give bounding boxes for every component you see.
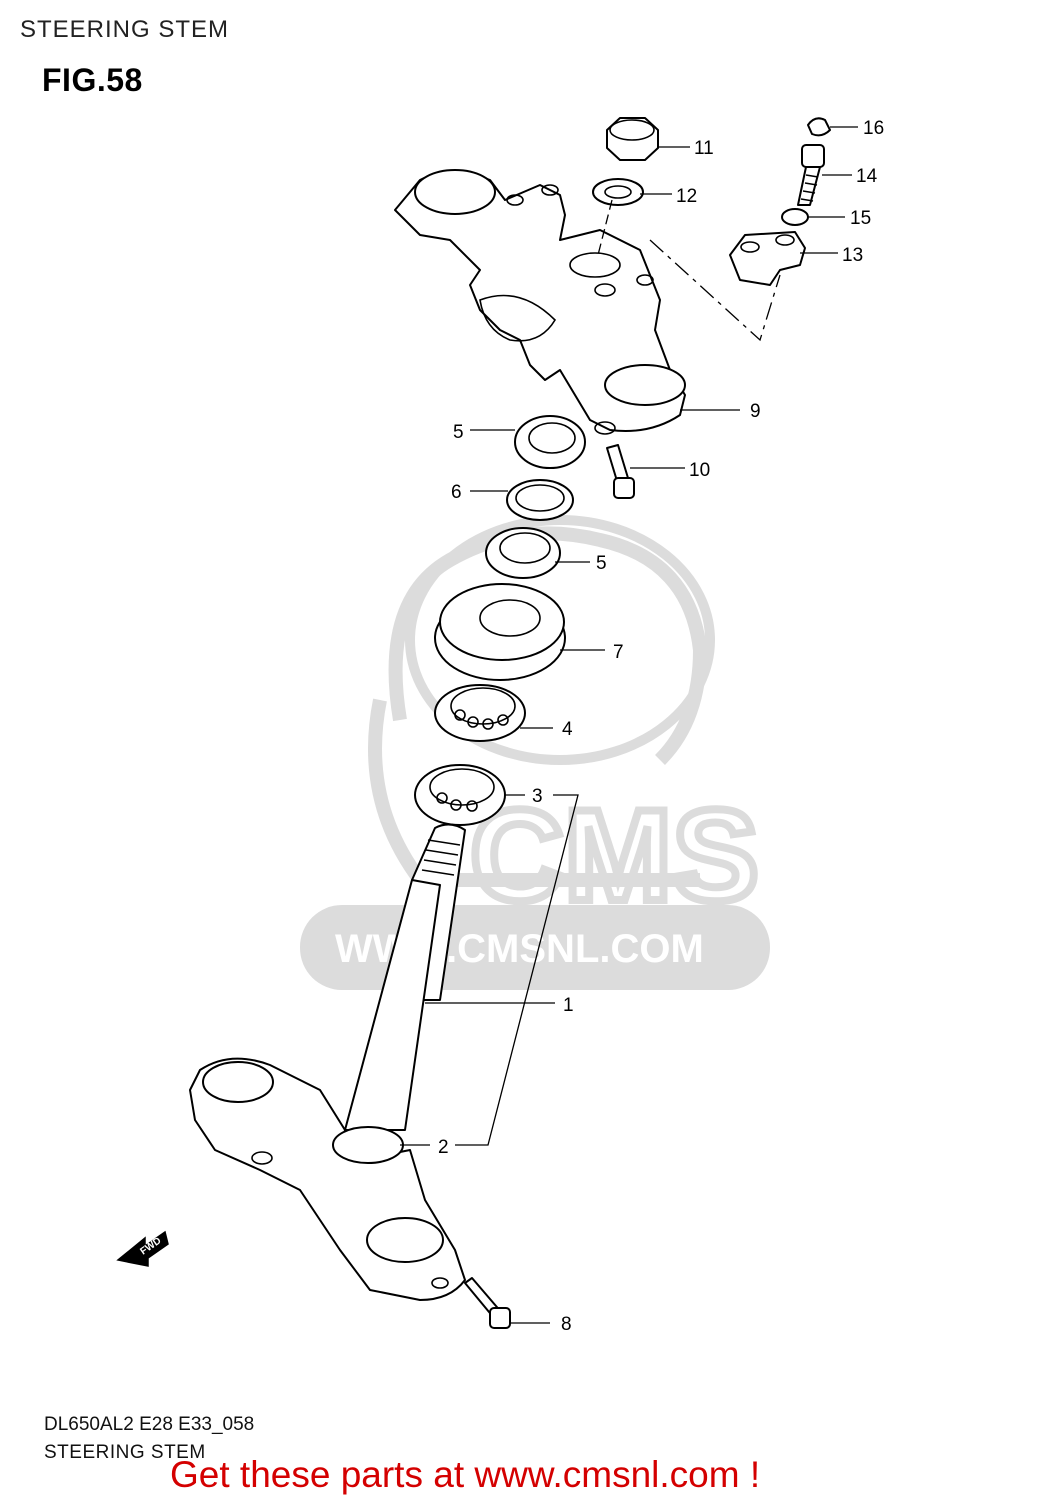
callout-6: 6 xyxy=(451,482,462,503)
washer xyxy=(592,178,644,206)
callout-5a: 5 xyxy=(453,422,464,443)
clamp-bolt xyxy=(797,144,825,206)
callout-8: 8 xyxy=(561,1314,572,1335)
callout-3: 3 xyxy=(532,786,543,807)
steering-stem xyxy=(189,823,466,1301)
callout-7: 7 xyxy=(613,642,624,663)
watermark-brand: CMS xyxy=(470,782,759,928)
upper-bearing xyxy=(434,684,526,742)
model-code: DL650AL2 E28 E33_058 xyxy=(44,1414,255,1435)
callout-1: 1 xyxy=(563,995,574,1016)
handlebar-clamp xyxy=(729,231,806,286)
fwd-arrow-icon: FWD xyxy=(116,1230,169,1267)
dust-seal xyxy=(434,583,566,681)
callout-9: 9 xyxy=(750,401,761,422)
lock-washer-6 xyxy=(506,479,574,521)
pinch-bolt xyxy=(606,444,635,499)
callout-12: 12 xyxy=(676,186,697,207)
promo-link[interactable]: Get these parts at www.cmsnl.com ! xyxy=(170,1454,760,1496)
upper-bracket xyxy=(394,169,686,435)
page-header: STEERING STEM xyxy=(20,16,230,43)
bolt-cap xyxy=(807,117,831,137)
callout-10: 10 xyxy=(689,460,710,481)
cap-nut xyxy=(606,117,659,161)
lower-bearing xyxy=(414,764,506,826)
callout-4: 4 xyxy=(562,719,573,740)
callout-13: 13 xyxy=(842,245,863,266)
callout-2: 2 xyxy=(438,1137,449,1158)
lock-nut-upper xyxy=(514,415,586,469)
callouts: 1 2 3 4 5 5 6 7 8 9 10 11 12 13 14 15 16 xyxy=(438,118,884,1335)
promo-link-text[interactable]: Get these parts at www.cmsnl.com ! xyxy=(170,1454,761,1495)
callout-14: 14 xyxy=(856,166,878,187)
footer-title: STEERING STEM xyxy=(44,1442,206,1463)
callout-5b: 5 xyxy=(596,553,607,574)
lock-nut-lower xyxy=(485,527,561,579)
callout-11: 11 xyxy=(694,138,714,159)
leader-lines xyxy=(400,126,858,1324)
callout-15: 15 xyxy=(850,208,871,229)
lower-pinch-bolt xyxy=(464,1277,511,1329)
callout-16: 16 xyxy=(863,118,884,139)
figure-label: FIG.58 xyxy=(42,62,143,98)
lock-washer xyxy=(781,208,809,226)
